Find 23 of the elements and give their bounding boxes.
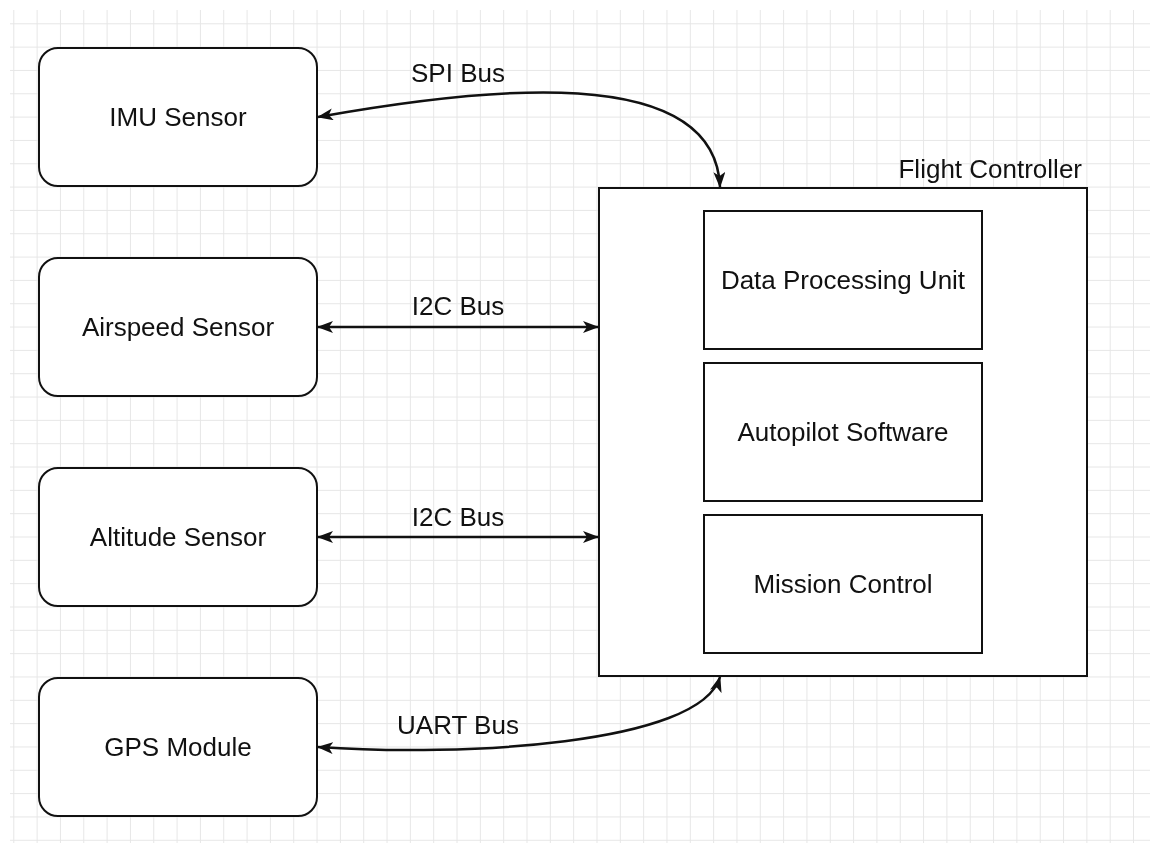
sensor-box <box>38 47 318 187</box>
node-label: Data Processing Unit <box>720 265 966 295</box>
connector-arrow <box>317 531 599 543</box>
sensor-box <box>38 257 318 397</box>
edge-label: I2C Bus <box>411 502 505 532</box>
node-label: IMU Sensor <box>109 102 247 132</box>
edge-label: SPI Bus <box>411 58 505 88</box>
node-label: Airspeed Sensor <box>81 312 275 342</box>
module-box <box>703 210 983 350</box>
node-label: Mission Control <box>753 569 933 599</box>
edge-label: I2C Bus <box>411 291 505 321</box>
edge-label: UART Bus <box>397 710 519 740</box>
connector-arrow <box>317 676 722 754</box>
container-title: Flight Controller <box>898 154 1082 184</box>
module-box <box>703 362 983 502</box>
node-label: Autopilot Software <box>737 417 949 447</box>
connector-arrow <box>317 91 723 188</box>
connector-arrow <box>317 321 599 333</box>
node-label: Altitude Sensor <box>89 522 267 552</box>
module-box <box>703 514 983 654</box>
node-label: GPS Module <box>104 732 252 762</box>
sensor-box <box>38 677 318 817</box>
sensor-box <box>38 467 318 607</box>
